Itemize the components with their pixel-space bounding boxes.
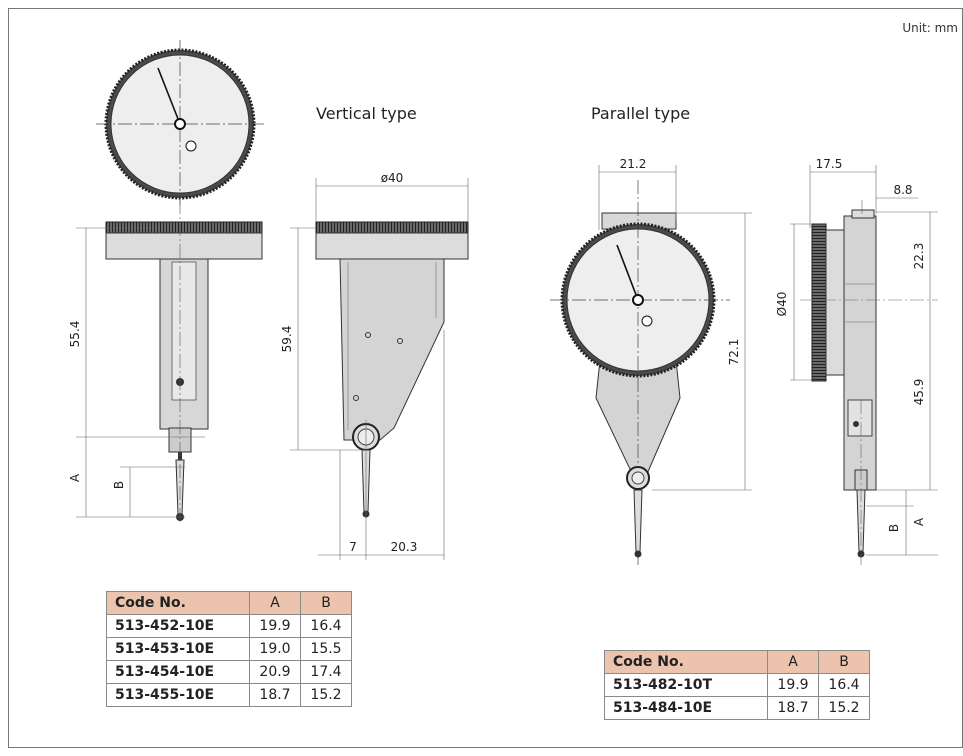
front-view-vertical: 55.4 A B [68, 40, 264, 525]
table-header-row: Code No. A B [106, 591, 352, 615]
dim-dia-40-side: ø40 [381, 171, 404, 185]
cell-a: 20.9 [249, 660, 301, 684]
side-view-parallel: 17.5 8.8 Ø40 22.3 45.9 B A [775, 157, 938, 565]
dim-55-4: 55.4 [68, 321, 82, 348]
header-code-no: Code No. [106, 591, 250, 615]
cell-b: 15.2 [300, 683, 352, 707]
dim-A-right: A [912, 517, 926, 526]
dim-B-left: B [112, 481, 126, 489]
cell-code: 513-452-10E [106, 614, 250, 638]
cell-code: 513-453-10E [106, 637, 250, 661]
cell-b: 16.4 [818, 673, 870, 697]
dim-22-3: 22.3 [912, 243, 926, 270]
dim-20-3: 20.3 [391, 540, 418, 554]
side-view-vertical: ø40 59.4 7 20.3 [280, 171, 469, 560]
dim-45-9: 45.9 [912, 379, 926, 406]
header-code-no: Code No. [604, 650, 768, 674]
cell-code: 513-482-10T [604, 673, 768, 697]
dim-B-right: B [887, 524, 901, 532]
cell-a: 19.9 [767, 673, 819, 697]
header-a: A [767, 650, 819, 674]
title-vertical-type: Vertical type [316, 104, 417, 123]
cell-b: 17.4 [300, 660, 352, 684]
dial-needle [157, 67, 181, 125]
cell-a: 19.0 [249, 637, 301, 661]
table-row: 513-455-10E 18.7 15.2 [106, 683, 352, 707]
header-b: B [818, 650, 870, 674]
code-table-vertical: Code No. A B 513-452-10E 19.9 16.4 513-4… [106, 591, 352, 707]
front-view-parallel: 21.2 72.1 [550, 157, 752, 565]
cell-a: 19.9 [249, 614, 301, 638]
dim-21-2: 21.2 [620, 157, 647, 171]
dim-72-1: 72.1 [727, 339, 741, 366]
cell-b: 16.4 [300, 614, 352, 638]
table-row: 513-482-10T 19.9 16.4 [604, 673, 870, 697]
header-b: B [300, 591, 352, 615]
dim-dia-40-parallel: Ø40 [775, 292, 789, 317]
cell-a: 18.7 [767, 696, 819, 720]
cell-b: 15.5 [300, 637, 352, 661]
cell-a: 18.7 [249, 683, 301, 707]
table-row: 513-452-10E 19.9 16.4 [106, 614, 352, 638]
table-row: 513-484-10E 18.7 15.2 [604, 696, 870, 720]
code-table-parallel: Code No. A B 513-482-10T 19.9 16.4 513-4… [604, 650, 870, 720]
unit-label: Unit: mm [902, 21, 958, 35]
dim-59-4: 59.4 [280, 326, 294, 353]
dim-17-5: 17.5 [816, 157, 843, 171]
dim-A-left: A [68, 473, 82, 482]
cell-code: 513-455-10E [106, 683, 250, 707]
table-row: 513-453-10E 19.0 15.5 [106, 637, 352, 661]
side-body [339, 258, 445, 441]
cell-code: 513-484-10E [604, 696, 768, 720]
dim-7: 7 [349, 540, 357, 554]
table-header-row: Code No. A B [604, 650, 870, 674]
cell-b: 15.2 [818, 696, 870, 720]
dim-8-8: 8.8 [893, 183, 912, 197]
cell-code: 513-454-10E [106, 660, 250, 684]
header-a: A [249, 591, 301, 615]
parallel-side-body [843, 215, 877, 491]
title-parallel-type: Parallel type [591, 104, 691, 123]
table-row: 513-454-10E 20.9 17.4 [106, 660, 352, 684]
